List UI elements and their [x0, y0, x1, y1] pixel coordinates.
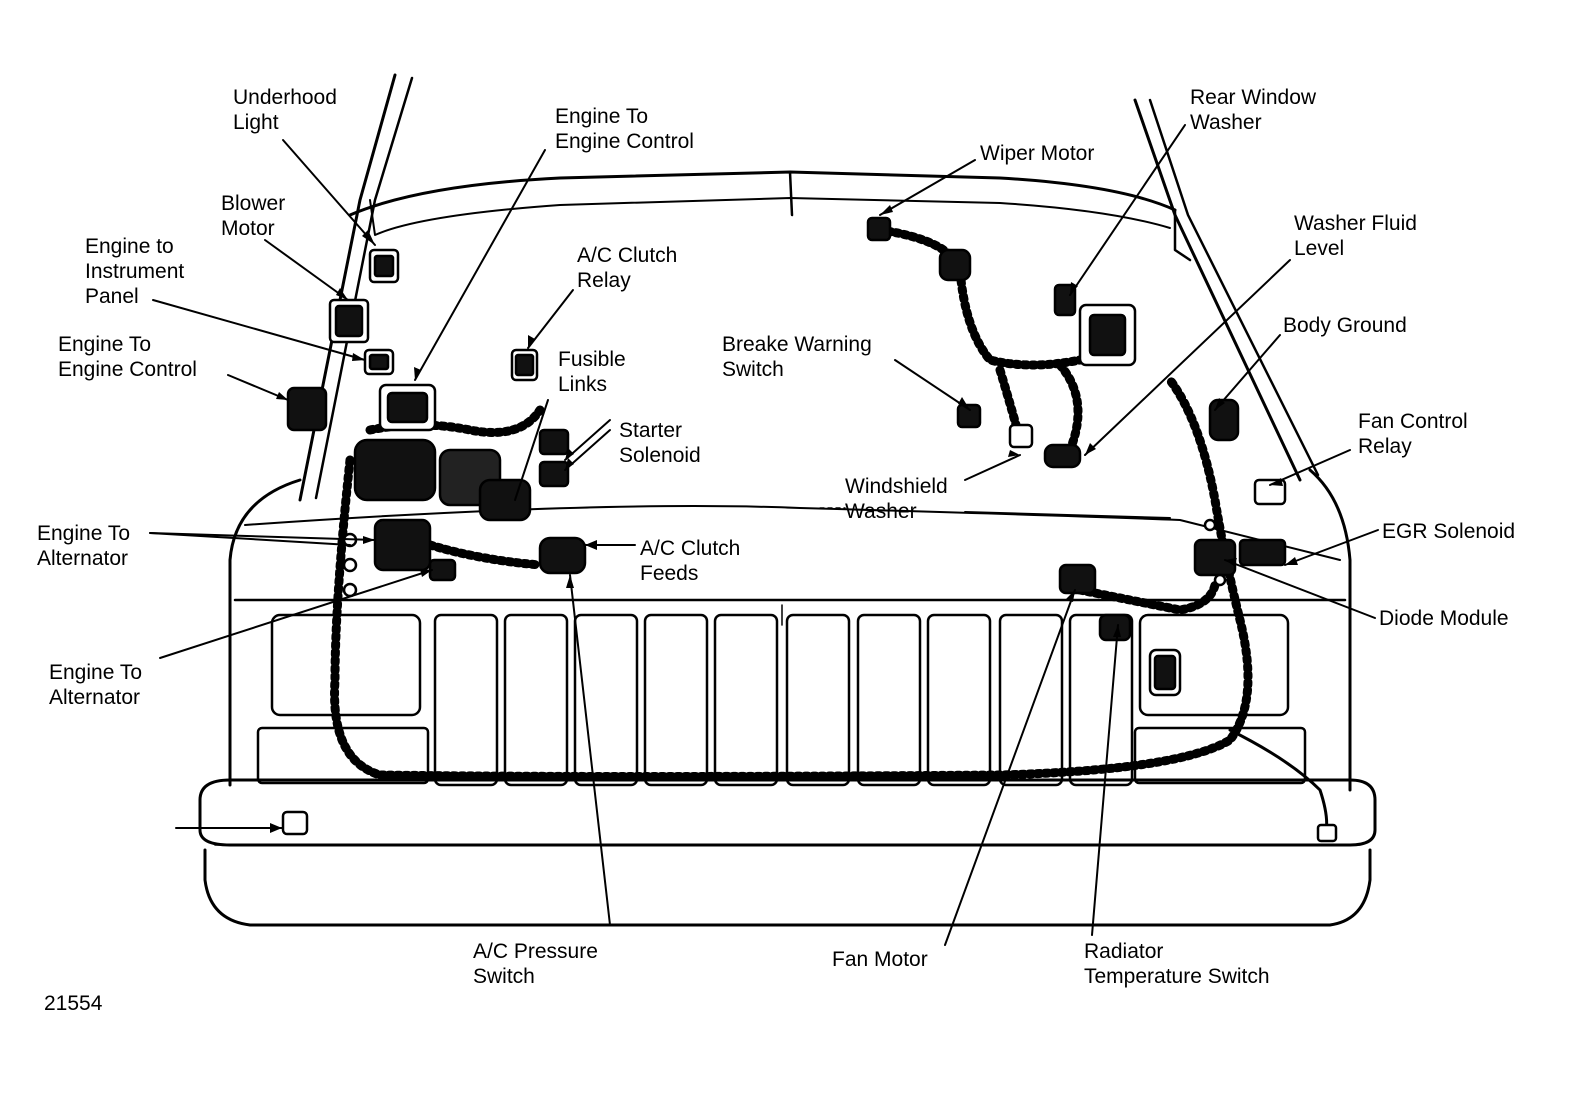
label-rear-window-washer: Rear Window Washer	[1190, 85, 1316, 135]
label-line: Feeds	[640, 562, 699, 585]
label-line: Engine Control	[555, 130, 694, 153]
label-line: Alternator	[49, 686, 141, 709]
label-line: Switch	[473, 965, 535, 988]
right-component-cluster	[866, 216, 1338, 843]
label-line: Motor	[221, 217, 275, 240]
body-outline	[228, 468, 1352, 792]
label-line: Underhood	[233, 86, 337, 109]
label-ac-clutch-relay: A/C Clutch Relay	[577, 243, 677, 293]
label-diode-module: Diode Module	[1379, 606, 1509, 631]
raised-hood	[298, 73, 1320, 502]
label-line: A/C Clutch	[577, 244, 678, 267]
grille	[233, 598, 1347, 787]
label-egr-solenoid: EGR Solenoid	[1382, 519, 1515, 544]
label-line: Instrument	[85, 260, 185, 283]
label-fusible-links: Fusible Links	[558, 347, 626, 397]
label-line: Washer Fluid	[1294, 212, 1417, 235]
label-engine-to-alternator-upper: Engine To Alternator	[37, 521, 130, 571]
label-engine-to-engine-control-top: Engine To Engine Control	[555, 104, 694, 154]
label-engine-to-instrument-panel: Engine to Instrument Panel	[85, 234, 184, 309]
label-line: Windshield	[845, 475, 948, 498]
label-body-ground: Body Ground	[1283, 313, 1407, 338]
label-line: Fan Control	[1358, 410, 1468, 433]
label-line: Radiator	[1084, 940, 1164, 963]
label-wiper-motor: Wiper Motor	[980, 141, 1094, 166]
label-line: Engine To	[37, 522, 131, 545]
label-line: Engine Control	[58, 358, 197, 381]
label-line: Engine To	[58, 333, 152, 356]
label-engine-to-alternator-lower: Engine To Alternator	[49, 660, 142, 710]
label-line: Temperature Switch	[1084, 965, 1270, 988]
label-line: Diode Module	[1379, 607, 1509, 630]
label-line: Light	[233, 111, 279, 134]
label-line: Body Ground	[1283, 314, 1407, 337]
label-washer-fluid-level: Washer Fluid Level	[1294, 211, 1417, 261]
label-line: Engine To	[555, 105, 649, 128]
label-radiator-temperature-switch: Radiator Temperature Switch	[1084, 939, 1270, 989]
label-line: Relay	[1358, 435, 1412, 458]
label-line: A/C Clutch	[640, 537, 741, 560]
label-engine-to-engine-control-left: Engine To Engine Control	[58, 332, 197, 382]
label-breake-warning-switch: Breake Warning Switch	[722, 332, 872, 382]
label-line: Switch	[722, 358, 784, 381]
label-ac-clutch-feeds: A/C Clutch Feeds	[640, 536, 740, 586]
label-line: Panel	[85, 285, 139, 308]
label-line: Alternator	[37, 547, 129, 570]
label-underhood-light: Underhood Light	[233, 85, 337, 135]
label-fan-motor: Fan Motor	[832, 947, 928, 972]
label-starter-solenoid: Starter Solenoid	[619, 418, 701, 468]
label-line: A/C Pressure	[473, 940, 598, 963]
label-line: Relay	[577, 269, 631, 292]
figure-number: 21554	[44, 992, 103, 1015]
label-line: Fan Motor	[832, 948, 928, 971]
label-line: Wiper Motor	[980, 142, 1095, 165]
label-line: Rear Window	[1190, 86, 1317, 109]
label-ac-pressure-switch: A/C Pressure Switch	[473, 939, 598, 989]
label-fan-control-relay: Fan Control Relay	[1358, 409, 1468, 459]
label-line: Engine to	[85, 235, 174, 258]
leader-lines	[149, 124, 1379, 946]
leader-arrowheads	[270, 205, 1298, 833]
label-line: Links	[558, 373, 608, 396]
label-line: Washer	[845, 500, 917, 523]
label-line: Starter	[619, 419, 683, 442]
label-line: Level	[1294, 237, 1345, 260]
label-line: EGR Solenoid	[1382, 520, 1516, 543]
label-windshield-washer: Windshield Washer	[845, 474, 948, 524]
label-line: Washer	[1190, 111, 1262, 134]
label-line: Engine To	[49, 661, 143, 684]
label-blower-motor: Blower Motor	[221, 191, 285, 241]
bumper	[198, 778, 1377, 927]
label-line: Solenoid	[619, 444, 701, 467]
wiring-harness-core	[333, 228, 1329, 837]
label-line: Breake Warning	[722, 333, 872, 356]
label-line: Fusible	[558, 348, 626, 371]
label-line: Blower	[221, 192, 286, 215]
